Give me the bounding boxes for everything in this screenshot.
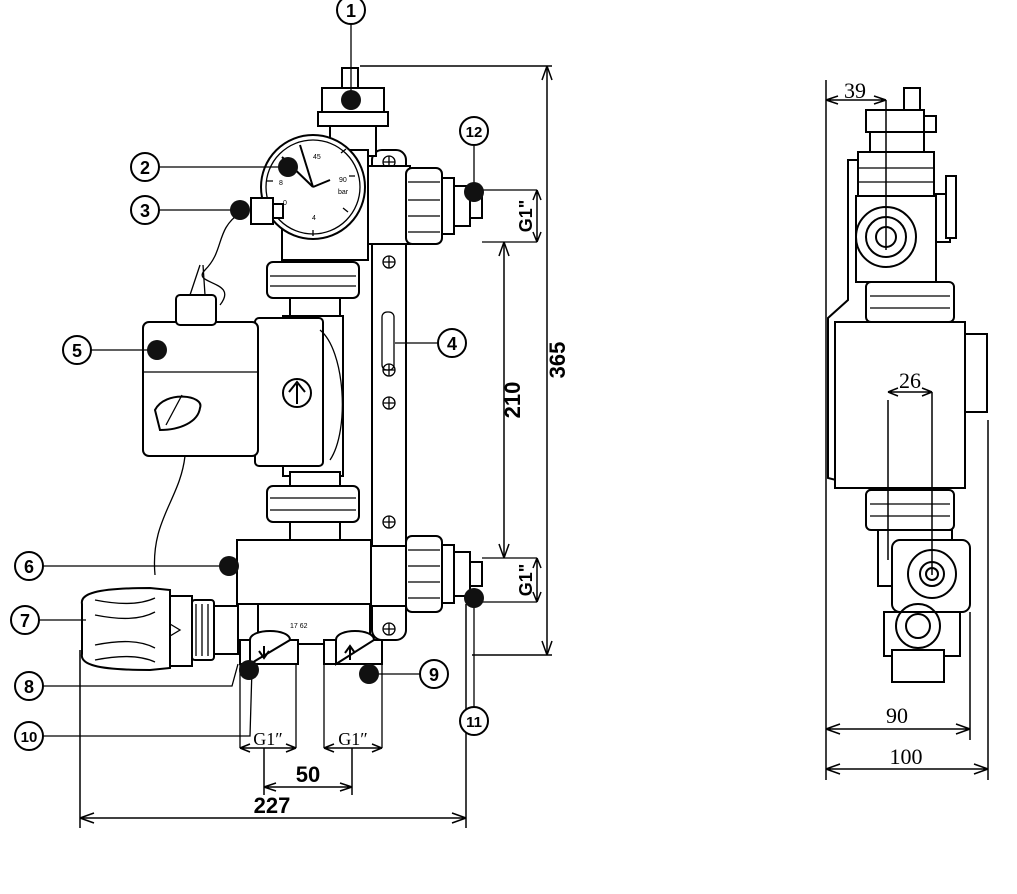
dimension-total-width: 227 [254,793,291,818]
gauge-label: 4 [312,215,316,222]
callout-11: 11 [459,706,489,736]
svg-text:3: 3 [140,201,150,221]
dimension-bottom-spacing: 50 [296,762,320,787]
svg-text:8: 8 [24,677,34,697]
dimension-port-spacing: 210 [500,382,525,419]
dimension-side-inner-width: 90 [886,703,908,728]
gauge-label: bar [338,189,349,196]
dimension-side-top: 39 [844,78,866,103]
block-label: 17 62 [290,623,308,630]
callout-3: 3 [130,195,160,225]
upper-union-nut [266,261,360,317]
thermostatic-head [80,586,239,672]
callout-4: 4 [437,328,467,358]
lower-valve-body: 17 62 [236,535,537,748]
svg-text:10: 10 [21,729,38,746]
mounting-bracket [371,149,407,641]
thread-bottom-right: G1" [516,564,536,597]
svg-text:9: 9 [429,665,439,685]
circulation-pump [142,264,344,576]
callout-leaders [38,18,475,737]
gauge-label: 90 [339,177,347,184]
flow-arrow-icon [282,378,312,408]
dimension-total-height: 365 [545,342,570,379]
callout-9: 9 [419,659,449,689]
callout-5: 5 [62,335,92,365]
upper-outlet [367,165,537,245]
callout-12: 12 [459,116,489,146]
svg-text:4: 4 [447,334,457,354]
callout-10: 10 [14,721,44,751]
svg-text:5: 5 [72,341,82,361]
callout-dots [147,90,484,684]
svg-text:6: 6 [24,557,34,577]
thermometer-gauge: 45 90 bar 8 0 4 [260,134,366,240]
callout-8: 8 [14,671,44,701]
callout-bubbles: 1 2 3 4 5 6 7 8 9 10 11 12 [10,0,489,751]
callout-2: 2 [130,152,160,182]
callout-6: 6 [14,551,44,581]
callout-1: 1 [336,0,366,25]
gauge-label: 45 [313,154,321,161]
dimension-lines [79,65,553,828]
svg-text:12: 12 [466,124,483,141]
thread-bottom-left: G1″ [253,729,283,749]
temperature-sensor [201,197,284,306]
gauge-label: 8 [279,180,283,187]
thread-bottom-right-low: G1″ [338,729,368,749]
thread-top-right: G1" [516,200,536,233]
dimension-side-outer-width: 100 [890,744,923,769]
svg-text:1: 1 [346,1,356,21]
svg-text:7: 7 [20,611,30,631]
dimension-side-mid: 26 [899,368,921,393]
side-view [825,80,989,780]
svg-text:11: 11 [466,714,482,731]
callout-7: 7 [10,605,40,635]
front-view: 45 90 bar 8 0 4 [38,18,570,828]
svg-text:2: 2 [140,158,150,178]
lower-union-nut [266,471,360,543]
gauge-label: 0 [283,200,287,207]
